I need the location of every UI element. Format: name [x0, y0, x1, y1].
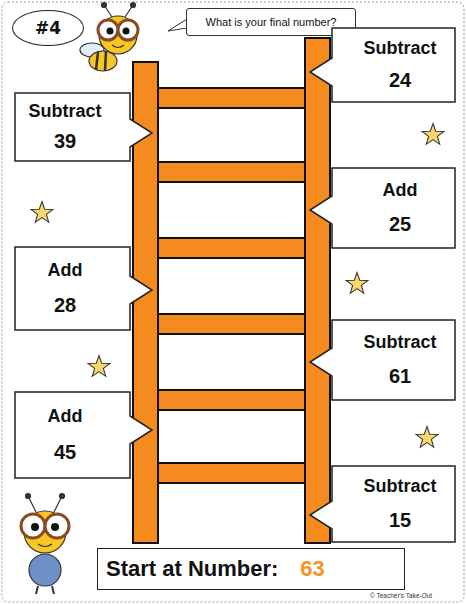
operation-number: 24: [389, 69, 411, 91]
step-box: Add 25: [310, 168, 455, 248]
pointer-box-shape: [15, 93, 152, 161]
start-box: Start at Number: 63: [97, 548, 405, 590]
bee-bottom-part: [45, 514, 69, 538]
operation-number: 39: [54, 130, 76, 152]
operation-number: 28: [54, 294, 76, 316]
star-decoration-part: [346, 273, 368, 294]
step-box: Subtract 15: [310, 466, 455, 542]
box-content: Add 28: [15, 247, 115, 330]
pointer-box-shape: [310, 168, 455, 248]
box-outline: [15, 247, 152, 330]
ladder-part: [158, 162, 305, 182]
operation-number: 25: [389, 213, 411, 235]
operation-word: Subtract: [28, 102, 101, 122]
bee-bottom-part: [51, 523, 59, 531]
box-outline: [15, 392, 152, 478]
bee-top-part: [123, 28, 130, 35]
bee-bottom-part: [26, 494, 31, 499]
bee-top-part: [131, 3, 136, 8]
operation-word: Add: [48, 407, 83, 427]
pointer-box-shape: [310, 320, 455, 400]
bee-top-part: [89, 51, 117, 71]
pointer-box-shape: [310, 28, 455, 102]
bee-bottom-part: [21, 514, 45, 538]
ladder-part: [158, 88, 305, 108]
box-content: Add 25: [345, 168, 455, 248]
speech-bubble: What is your final number?: [186, 8, 356, 36]
bee-bottom-part: [60, 494, 65, 499]
box-content: Add 45: [15, 392, 115, 478]
operation-number: 45: [54, 441, 76, 463]
step-box: Subtract 61: [310, 320, 455, 400]
start-label: Start at Number:: [106, 557, 278, 581]
pointer-box-shape: [15, 392, 152, 478]
bee-top-part: [112, 45, 124, 48]
step-box: Subtract 39: [15, 93, 152, 161]
operation-word: Add: [383, 181, 418, 201]
bee-bottom-part: [28, 496, 62, 512]
bee-top-part: [118, 20, 138, 40]
bee-bottom-part: [38, 544, 52, 547]
ladder-part: [158, 390, 305, 410]
bee-top-part: [98, 20, 118, 40]
bee-bottom-part: [31, 523, 39, 531]
operation-number: 61: [389, 365, 411, 387]
box-content: Subtract 24: [345, 28, 455, 102]
bee-top-part: [96, 51, 106, 71]
box-content: Subtract 39: [15, 93, 115, 161]
bee-top: [80, 3, 138, 72]
bee-bottom: [21, 494, 69, 595]
ladder-part: [158, 238, 305, 258]
bee-top-part: [107, 28, 114, 35]
step-box: Add 28: [15, 247, 152, 330]
star-decoration-part: [88, 356, 110, 377]
box-content: Subtract 15: [345, 466, 455, 542]
bee-bottom-part: [29, 554, 61, 586]
star-decoration-part: [31, 202, 53, 223]
operation-word: Subtract: [363, 477, 436, 497]
ladder-part: [305, 38, 330, 543]
box-content: What is your final number?: [187, 9, 355, 35]
operation-word: Subtract: [363, 333, 436, 353]
star-decoration-part: [416, 427, 438, 448]
bee-top-part: [99, 16, 137, 54]
box-content: Subtract 61: [345, 320, 455, 400]
ladder-part: [158, 463, 305, 483]
speech-text: What is your final number?: [206, 16, 337, 28]
bee-bottom-part: [36, 586, 54, 594]
operation-word: Subtract: [363, 39, 436, 59]
box-content: Start at Number: 63: [98, 549, 404, 589]
pointer-box-shape: [310, 466, 455, 542]
copyright-note: © Teacher's Take-Out: [370, 592, 432, 599]
problem-number: #4: [35, 19, 61, 38]
start-number: 63: [300, 557, 324, 581]
box-content: #4: [13, 11, 83, 45]
bee-top-part: [102, 3, 107, 8]
operation-number: 15: [389, 509, 411, 531]
ladder-part: [158, 314, 305, 334]
star-decoration-part: [422, 124, 444, 145]
step-box: Subtract 24: [310, 28, 455, 102]
speech-tail: [168, 19, 187, 31]
pointer-box-shape: [15, 247, 152, 330]
step-box: Add 45: [15, 392, 152, 478]
operation-word: Add: [48, 261, 83, 281]
ladder: [133, 38, 330, 543]
problem-oval: #4: [12, 10, 84, 46]
